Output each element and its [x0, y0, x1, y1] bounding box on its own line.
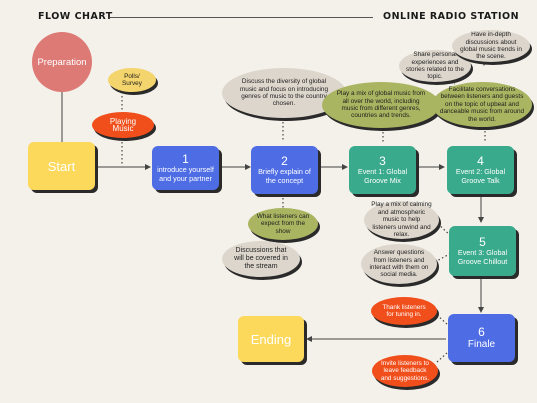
ending-node: Ending: [238, 316, 304, 362]
step-3: 3 Event 1: Global Groove Mix: [349, 146, 416, 194]
step-2-number: 2: [281, 154, 288, 168]
step-4-number: 4: [477, 154, 484, 168]
step-2-label: Briefly explain of the concept: [258, 167, 311, 185]
header-flow-chart: FLOW CHART: [38, 11, 113, 22]
step-4: 4 Event 2: Global Groove Talk: [447, 146, 514, 194]
step-5-label: Event 3: Global Groove Chillout: [457, 248, 508, 266]
step-3-number: 3: [379, 154, 386, 168]
step-1-label: introduce yourself and your partner: [157, 165, 214, 183]
preparation-node: Preparation: [32, 32, 92, 92]
polls-survey-bubble: Polls/ Survey: [108, 68, 156, 92]
step-6-label: Finale: [467, 338, 496, 350]
step-1: 1 introduce yourself and your partner: [152, 146, 219, 190]
answer-questions-bubble: Answer questions from listeners and inte…: [361, 244, 437, 284]
step-2: 2 Briefly explain of the concept: [251, 146, 318, 194]
step-5-number: 5: [479, 235, 486, 249]
header-radio-station: ONLINE RADIO STATION: [383, 11, 520, 22]
calming-music-bubble: Play a mix of calming and atmospheric mu…: [364, 201, 439, 239]
step-3-label: Event 1: Global Groove Mix: [357, 167, 408, 185]
step-6: 6 Finale: [448, 314, 515, 362]
step-4-label: Event 2: Global Groove Talk: [455, 167, 506, 185]
step-1-number: 1: [182, 152, 189, 166]
listeners-expect-bubble: What listeners can expect from the show: [248, 208, 318, 240]
step-6-number: 6: [478, 324, 485, 339]
start-node: Start: [28, 142, 95, 190]
playing-music-bubble: Playing Music: [92, 112, 154, 138]
mix-bubble: Play a mix of global music from all over…: [322, 82, 440, 128]
in-depth-bubble: Have in-depth discussions about global m…: [452, 30, 530, 62]
facilitate-bubble: Facilitate conversations between listene…: [432, 82, 532, 127]
header-divider: [110, 17, 373, 18]
step-5: 5 Event 3: Global Groove Chillout: [449, 226, 516, 276]
thank-listeners-bubble: Thank listeners for tuning in.: [371, 297, 437, 325]
discussions-covered-bubble: Discussions that will be covered in the …: [222, 241, 300, 277]
invite-feedback-bubble: Invite listeners to leave feedback and s…: [372, 355, 438, 387]
